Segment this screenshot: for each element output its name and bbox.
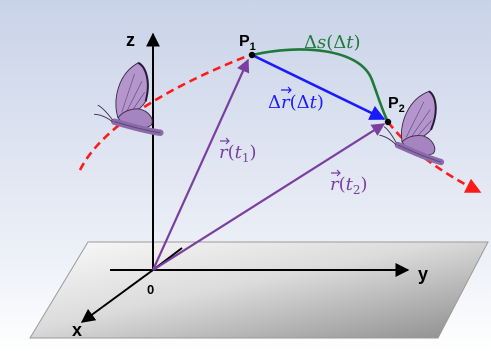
ground-plane	[29, 241, 489, 339]
svg-text:r(t1): r(t1)	[219, 142, 257, 165]
x-axis	[80, 269, 154, 323]
svg-text:Δr(Δt): Δr(Δt)	[268, 92, 324, 113]
point-p1-marker	[248, 51, 256, 59]
svg-text:r(t2): r(t2)	[330, 174, 368, 197]
y-axis-label: y	[418, 264, 428, 284]
point-p2-label: P2	[388, 95, 405, 115]
x-axis-label: x	[72, 320, 82, 340]
point-p1-label: P1	[239, 33, 256, 53]
z-axis-label: z	[126, 30, 135, 50]
position-vector-r2	[152, 123, 386, 271]
displacement-vector	[251, 53, 386, 121]
point-p2-marker	[384, 118, 392, 126]
position-label-r1: r(t1)	[219, 137, 257, 165]
position-label-r2: r(t2)	[330, 169, 368, 197]
displacement-label: Δr(Δt)	[268, 86, 324, 113]
position-vector-r1	[151, 58, 250, 271]
arc-length-label: Δs(Δt)	[304, 32, 361, 53]
origin-label: 0	[147, 282, 154, 297]
